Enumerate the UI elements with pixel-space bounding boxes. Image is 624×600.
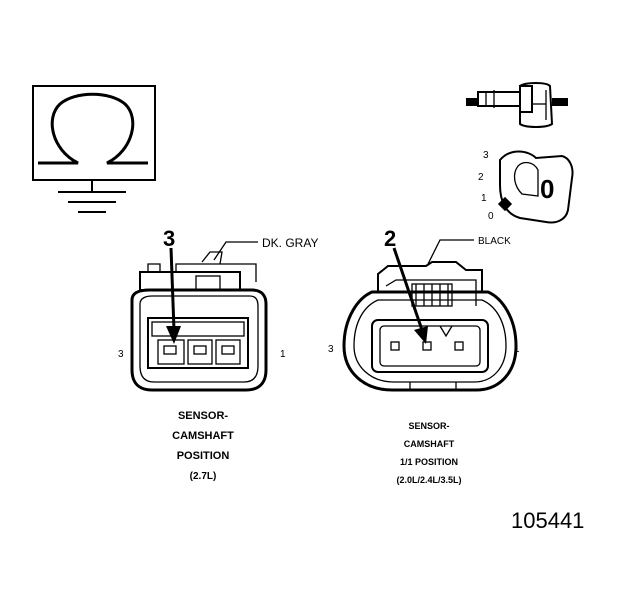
locator-number-3: 3	[483, 150, 489, 161]
right-pin-1-label: 1	[514, 344, 520, 355]
locator-number-0: 0	[488, 211, 494, 222]
left-wire-color: DK. GRAY	[262, 236, 318, 250]
right-caption-line-3: 1/1 POSITION	[400, 457, 458, 467]
right-caption-line-1: SENSOR-	[408, 421, 449, 431]
left-caption: SENSOR- CAMSHAFT POSITION (2.7L)	[172, 410, 234, 482]
right-connector	[342, 239, 518, 392]
right-callout-number: 2	[384, 226, 396, 251]
key-label: 0	[540, 174, 554, 204]
right-wire-leader	[427, 239, 474, 265]
locator-number-2: 2	[478, 172, 484, 183]
left-caption-line-4: (2.7L)	[190, 471, 217, 482]
right-pin-3-label: 3	[328, 344, 334, 355]
left-pin-1-label: 1	[280, 349, 286, 360]
left-wire-leader	[213, 241, 258, 261]
left-caption-line-3: POSITION	[177, 450, 230, 462]
left-connector	[130, 241, 268, 392]
cavity-key-locator-icon: 0 3 2 1 0	[478, 150, 574, 224]
right-caption-line-2: CAMSHAFT	[404, 439, 455, 449]
right-caption-line-4: (2.0L/2.4L/3.5L)	[396, 475, 461, 485]
figure-number: 105441	[511, 508, 584, 533]
right-caption: SENSOR- CAMSHAFT 1/1 POSITION (2.0L/2.4L…	[396, 421, 461, 485]
left-caption-line-2: CAMSHAFT	[172, 430, 234, 442]
left-callout-number: 3	[163, 226, 175, 251]
locator-number-1: 1	[481, 193, 487, 204]
connector-side-view-icon	[466, 82, 568, 128]
left-callout-arrow	[169, 247, 176, 331]
left-caption-line-1: SENSOR-	[178, 410, 228, 422]
omega-ground-icon	[32, 85, 156, 213]
right-wire-color: BLACK	[478, 236, 511, 247]
left-pin-3-label: 3	[118, 349, 124, 360]
right-callout-arrow	[392, 247, 424, 331]
